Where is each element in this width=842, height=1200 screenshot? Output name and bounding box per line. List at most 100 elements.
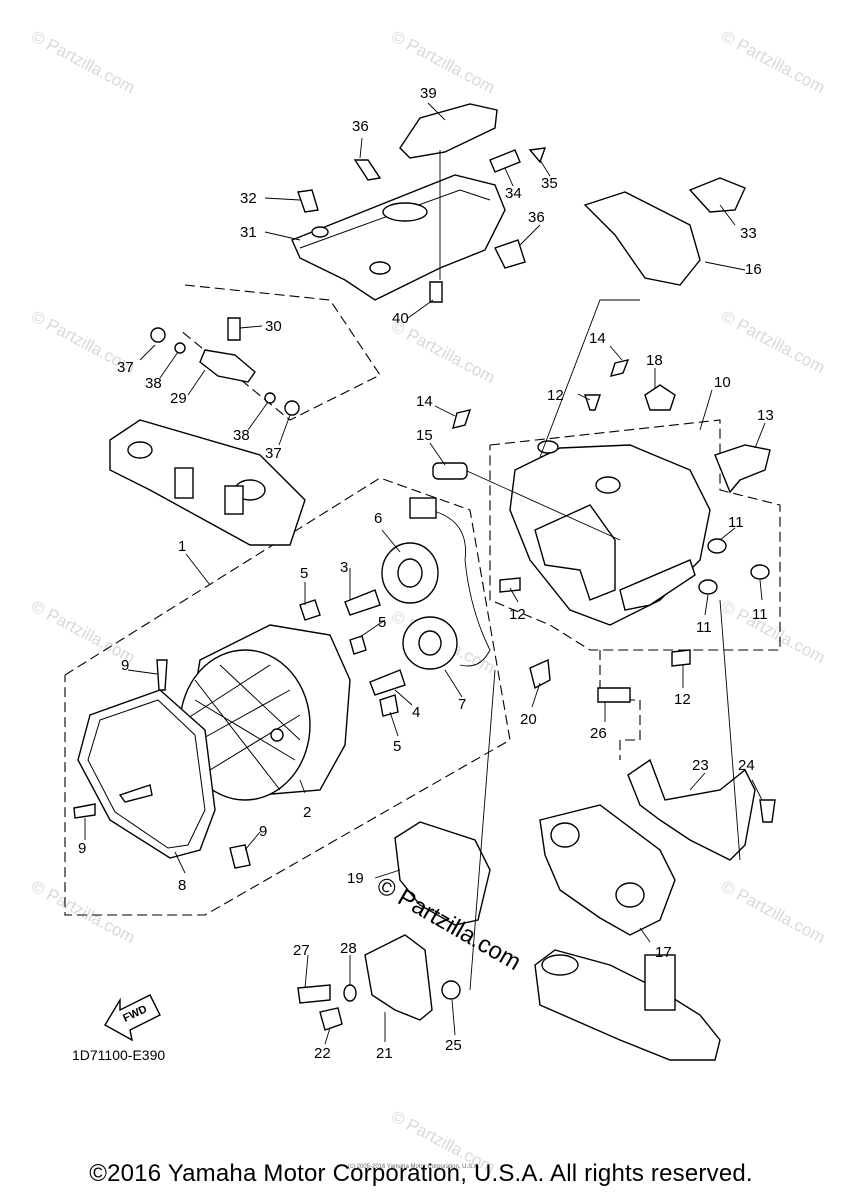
callout-12b: 12 <box>509 606 526 623</box>
grommet-11 <box>750 564 770 580</box>
connector-18 <box>644 384 676 411</box>
damper-37 <box>150 327 166 343</box>
bolt-34 <box>489 149 521 173</box>
callout-18: 18 <box>646 352 663 369</box>
callout-11: 11 <box>728 514 744 531</box>
callout-24: 24 <box>738 757 755 774</box>
callout-10: 10 <box>714 374 731 391</box>
rim-inner <box>87 699 206 849</box>
screw-12b <box>499 577 521 593</box>
bulb-4 <box>369 669 406 696</box>
holder-post <box>224 485 244 515</box>
callout-9c: 9 <box>78 840 86 857</box>
headlight-housing <box>509 440 711 626</box>
screw-12 <box>584 394 601 411</box>
screw-24 <box>759 799 776 823</box>
callout-9b: 9 <box>259 823 267 840</box>
callout-39: 39 <box>420 85 437 102</box>
bolt-36b <box>494 239 526 269</box>
callout-22: 22 <box>314 1045 331 1062</box>
callout-27: 27 <box>293 942 310 959</box>
watermark-tile: © Partzilla.com <box>388 317 498 388</box>
callout-25: 25 <box>445 1037 462 1054</box>
holder-hole <box>127 441 153 459</box>
fwd-arrow-shape <box>104 994 161 1042</box>
collar-38 <box>174 342 186 354</box>
rim-outer <box>77 689 216 859</box>
housing-hole <box>595 476 621 494</box>
diagram-code: 1D71100-E390 <box>72 1047 165 1063</box>
meter-bracket <box>199 349 256 383</box>
callout-37: 37 <box>117 359 134 376</box>
bolt-26 <box>597 687 631 703</box>
callout-5: 5 <box>300 565 308 582</box>
screw-9 <box>156 659 168 691</box>
meter-cover-body <box>291 174 506 301</box>
watermark-tile: © Partzilla.com <box>718 307 828 378</box>
bracket-23 <box>627 758 756 861</box>
rim-tab <box>118 784 153 803</box>
leader-lines <box>84 102 766 1045</box>
socket-7-core <box>418 630 442 656</box>
switch-cover <box>583 191 701 286</box>
callout-15: 15 <box>416 427 433 444</box>
mount-outline <box>179 284 381 421</box>
holder-post <box>174 467 194 499</box>
fwd-arrow: FWD <box>104 994 161 1042</box>
cover-17-hole <box>550 822 580 848</box>
bolt-27 <box>297 984 331 1004</box>
callout-33: 33 <box>740 225 757 242</box>
screw-12c <box>671 649 691 667</box>
screw-9b <box>73 803 96 819</box>
clip-20 <box>529 658 551 690</box>
callout-12c: 12 <box>674 691 691 708</box>
lens-grid <box>184 664 301 791</box>
lens-marker <box>270 728 284 742</box>
callout-38: 38 <box>145 375 162 392</box>
watermark-tile: © Partzilla.com <box>28 877 138 948</box>
callout-11c: 11 <box>696 619 712 636</box>
callout-40: 40 <box>392 310 409 327</box>
tag-14 <box>452 409 472 429</box>
bolt-30 <box>227 317 241 341</box>
watermark-tile: © Partzilla.com <box>718 877 828 948</box>
callout-31: 31 <box>240 224 257 241</box>
washer-28 <box>343 984 357 1002</box>
callout-4: 4 <box>412 704 420 721</box>
bulb-3 <box>344 589 381 616</box>
callout-38b: 38 <box>233 427 250 444</box>
meter-cover-bolt-hole <box>311 226 329 238</box>
callout-5b: 5 <box>378 614 386 631</box>
callout-35: 35 <box>541 175 558 192</box>
callout-1: 1 <box>178 538 186 555</box>
assembly-outlines <box>64 284 781 916</box>
bracket-lead <box>599 650 641 760</box>
callout-3: 3 <box>340 559 348 576</box>
collar-38 <box>264 392 276 404</box>
callout-8: 8 <box>178 877 186 894</box>
nut-22 <box>319 1007 343 1031</box>
callout-17: 17 <box>655 944 672 961</box>
screw-9c <box>229 844 251 869</box>
watermark-tile: © Partzilla.com <box>718 597 828 668</box>
socket-5 <box>299 599 321 621</box>
callout-16: 16 <box>745 261 762 278</box>
lower-clamp <box>534 949 721 1061</box>
callouts: 39 36 32 31 34 35 36 33 16 30 40 37 38 2… <box>78 85 774 1062</box>
callout-13: 13 <box>757 407 774 424</box>
headlight-unit <box>179 624 351 801</box>
meter-cover-hole <box>369 261 391 275</box>
callout-21: 21 <box>376 1045 393 1062</box>
cap-33 <box>688 177 746 213</box>
callout-37b: 37 <box>265 445 282 462</box>
callout-32: 32 <box>240 190 257 207</box>
handlebar-holder <box>109 419 306 546</box>
meter-cap <box>399 103 498 159</box>
meter-cover-edge <box>299 189 491 249</box>
screw-35 <box>528 147 547 164</box>
cover-19 <box>394 821 491 926</box>
tag-14b <box>609 359 630 377</box>
callout-12: 12 <box>547 387 564 404</box>
socket-5c <box>379 694 399 717</box>
cover-17-hole <box>615 882 645 908</box>
